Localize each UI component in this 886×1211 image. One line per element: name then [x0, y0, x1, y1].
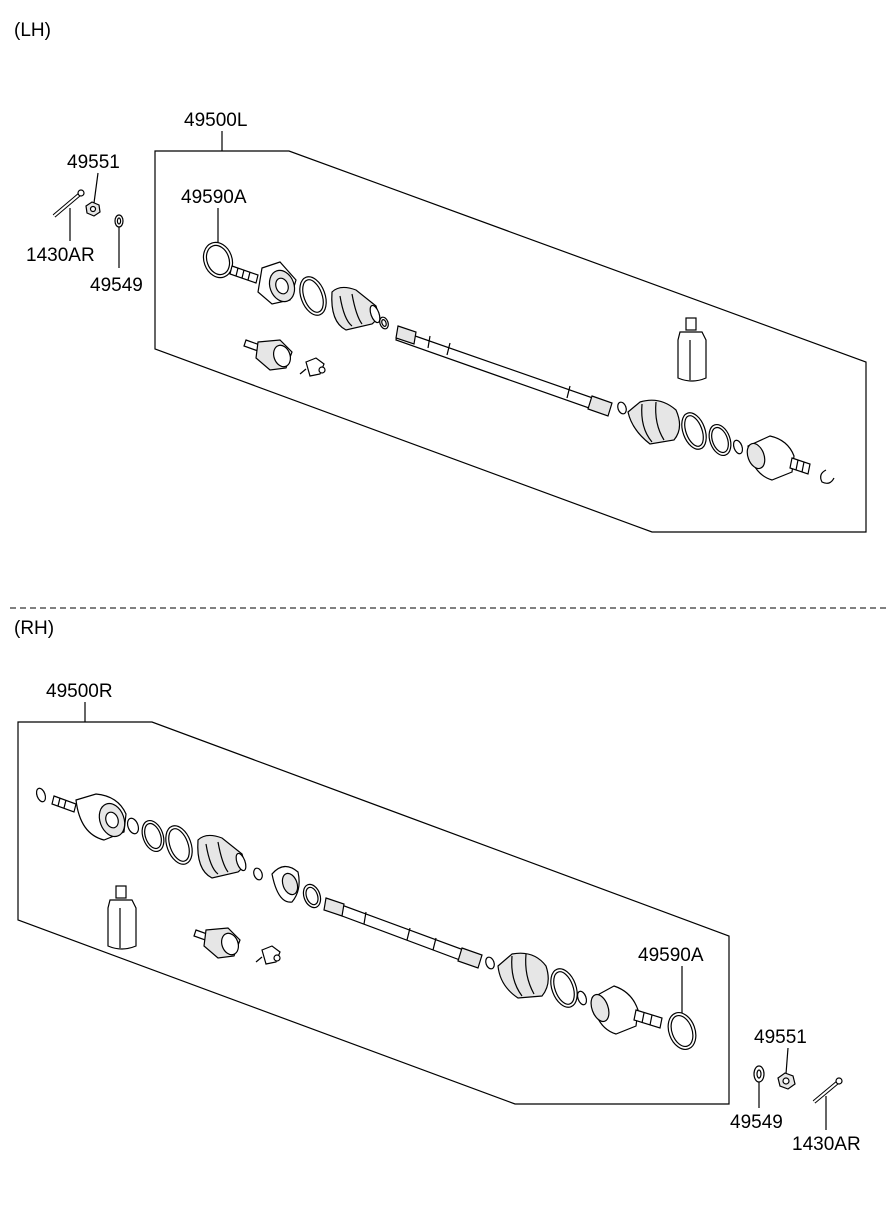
rh-small-ring-icon [35, 787, 47, 803]
lh-tripod-spider-icon [299, 357, 326, 377]
lh-inner-housing-icon [746, 435, 811, 481]
rh-outer-band-2-icon [141, 819, 165, 853]
rh-boot-band-kit-number[interactable]: 49590A [638, 945, 704, 966]
rh-outer-boot-icon [197, 834, 247, 879]
lh-inner-boot-icon [627, 399, 681, 445]
rh-washer-number[interactable]: 49549 [730, 1112, 783, 1133]
lh-outer-cv-joint-icon [229, 261, 297, 305]
lh-nut-number[interactable]: 49551 [67, 152, 120, 173]
lh-washer-icon [114, 214, 124, 228]
rh-boot-band-icon [667, 1012, 697, 1050]
rh-split-pin-icon [812, 1077, 843, 1104]
lh-tripod-housing-icon [243, 339, 293, 371]
rh-small-clip-icon [253, 867, 263, 881]
rh-section: (RH) 49500R 49590A 49551 49549 1430AR [14, 618, 861, 1155]
lh-assembly-number[interactable]: 49500L [184, 110, 247, 131]
rh-section-title: (RH) [14, 618, 54, 639]
lh-boot-band-icon [202, 241, 234, 279]
lh-grease-bottle-icon [677, 317, 707, 382]
rh-nut-leader [785, 1047, 789, 1075]
lh-section: (LH) 49500L 49590A 49551 1430AR 49549 [14, 20, 867, 533]
rh-castle-nut-icon [777, 1072, 796, 1090]
rh-assembly-number[interactable]: 49500R [46, 681, 113, 702]
lh-inner-band-2-icon [708, 423, 732, 457]
rh-assembly-frame [17, 721, 730, 1105]
rh-outer-band-1-icon [126, 817, 140, 835]
lh-outer-band-icon [299, 276, 327, 316]
lh-inner-band-1-icon [681, 412, 707, 450]
lh-castle-nut-icon [85, 201, 101, 217]
rh-washer-icon [753, 1065, 765, 1083]
rh-outer-band-3-icon [165, 825, 193, 865]
rh-grease-bottle-icon [107, 885, 137, 950]
lh-nut-leader [93, 172, 99, 204]
lh-assembly-frame [154, 150, 867, 533]
rh-main-shaft-icon [323, 897, 495, 970]
rh-split-pin-number[interactable]: 1430AR [792, 1134, 861, 1155]
rh-tripod-housing-icon [193, 927, 241, 959]
lh-washer-number[interactable]: 49549 [90, 275, 143, 296]
lh-inner-ring-icon [732, 439, 744, 455]
lh-split-pin-icon [52, 189, 85, 218]
lh-circlip-icon [820, 469, 835, 484]
lh-split-pin-number[interactable]: 1430AR [26, 245, 95, 266]
rh-inner-boot-icon [497, 952, 549, 999]
lh-small-clip-icon [379, 316, 389, 330]
rh-damper-ring-icon [302, 883, 322, 909]
rh-inner-housing-icon [590, 985, 663, 1035]
lh-section-title: (LH) [14, 20, 51, 41]
lh-outer-boot-icon [331, 286, 381, 331]
rh-inner-band-1-icon [550, 968, 578, 1008]
lh-boot-band-kit-number[interactable]: 49590A [181, 187, 247, 208]
rh-damper-icon [271, 865, 300, 903]
rh-tripod-spider-icon [255, 945, 281, 965]
rh-inner-ring-icon [576, 990, 588, 1006]
lh-main-shaft-icon [395, 325, 627, 417]
rh-nut-number[interactable]: 49551 [754, 1027, 807, 1048]
rh-outer-cv-joint-icon [51, 793, 127, 841]
